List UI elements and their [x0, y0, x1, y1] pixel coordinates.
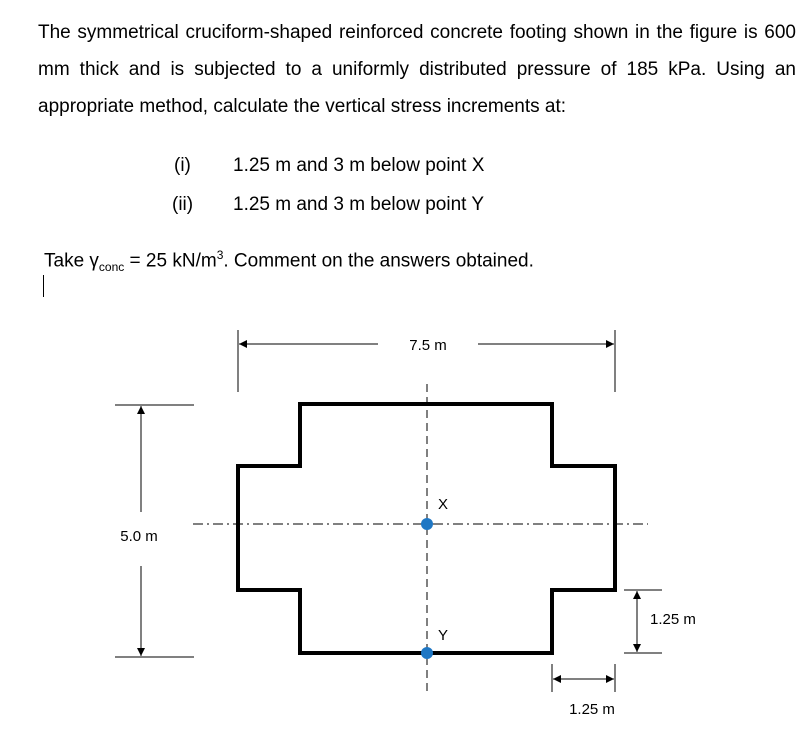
footing-outline	[236, 402, 617, 655]
gamma-symbol: γ	[89, 250, 99, 272]
notch-width-label: 1.25 m	[569, 701, 615, 718]
gamma-subscript: conc	[98, 260, 125, 275]
point-x-marker	[421, 518, 433, 530]
item-1-number: (i)	[174, 155, 191, 176]
take-value: = 25 kN/m	[124, 250, 217, 272]
width-label: 7.5 m	[409, 337, 447, 354]
take-suffix: . Comment on the answers obtained.	[223, 250, 534, 272]
item-2-text: 1.25 m and 3 m below point Y	[233, 194, 485, 215]
problem-paragraph: The symmetrical cruciform-shaped reinfor…	[38, 22, 796, 117]
point-y-marker	[421, 647, 433, 659]
item-2-number: (ii)	[172, 194, 194, 215]
text-cursor	[43, 275, 44, 297]
take-prefix: Take	[44, 250, 90, 272]
point-x-label: X	[438, 496, 448, 513]
take-line: Take γconc = 25 kN/m3. Comment on the an…	[44, 248, 534, 274]
height-label: 5.0 m	[120, 528, 158, 545]
notch-height-label: 1.25 m	[650, 611, 696, 628]
unit-exponent: 3	[216, 248, 224, 262]
item-1-text: 1.25 m and 3 m below point X	[233, 155, 485, 176]
point-y-label: Y	[438, 627, 448, 644]
